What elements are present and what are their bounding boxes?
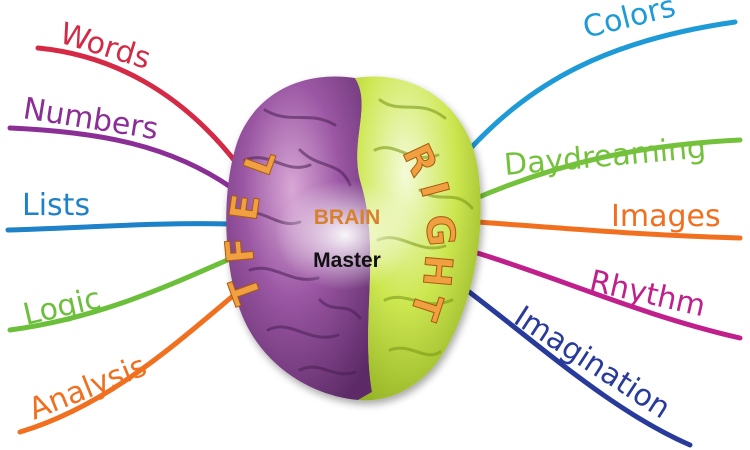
branch-line-numbers xyxy=(7,125,235,191)
branch-label-numbers: Numbers xyxy=(21,91,161,147)
svg-text:G: G xyxy=(417,213,464,248)
branch-label-images: Images xyxy=(611,199,721,234)
branch-label-analysis: Analysis xyxy=(24,349,152,428)
branch-line-daydreaming xyxy=(469,137,743,203)
right-folds xyxy=(373,98,474,357)
branch-label-imagination: Imagination xyxy=(508,299,677,426)
center-title: BRAIN xyxy=(314,206,381,229)
branch-label-rhythm: Rhythm xyxy=(586,264,708,325)
branch-line-analysis xyxy=(17,287,243,435)
branch-line-words xyxy=(35,45,241,168)
right-hemisphere xyxy=(355,76,481,401)
branch-label-daydreaming: Daydreaming xyxy=(503,130,708,183)
brain-illustration xyxy=(226,76,481,401)
branch-line-rhythm xyxy=(471,249,743,341)
center-subtitle: Master xyxy=(313,249,381,272)
branch-line-colors xyxy=(457,19,738,163)
svg-text:F: F xyxy=(217,235,263,265)
branch-label-logic: Logic xyxy=(20,281,104,333)
branch-label-colors: Colors xyxy=(579,0,679,46)
branch-line-logic xyxy=(7,255,235,333)
left-folds xyxy=(238,108,362,376)
branch-line-images xyxy=(475,219,743,241)
center-glow xyxy=(275,180,415,290)
branch-label-lists: Lists xyxy=(22,188,90,223)
svg-text:H: H xyxy=(414,253,461,289)
branch-line-imagination xyxy=(457,282,693,448)
branch-label-words: Words xyxy=(56,16,155,77)
branch-line-lists xyxy=(5,221,233,233)
